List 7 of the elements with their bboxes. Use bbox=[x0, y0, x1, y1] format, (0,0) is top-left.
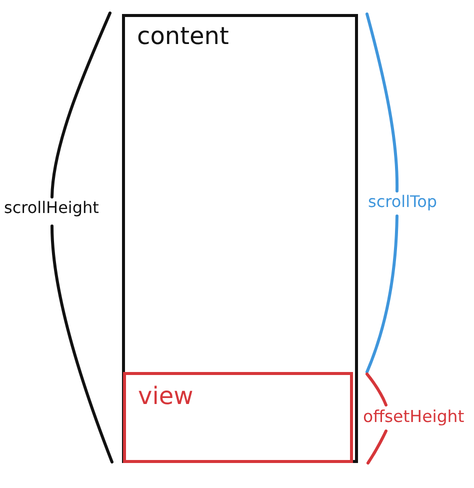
inner-frame bbox=[123, 372, 353, 463]
dimension-label: scrollHeight bbox=[4, 199, 99, 218]
dimension-label: offsetHeight bbox=[363, 408, 464, 427]
dimension-label: scrollTop bbox=[368, 193, 438, 212]
outer-frame bbox=[122, 14, 358, 463]
frame-label: view bbox=[138, 383, 194, 411]
frame-label: content bbox=[137, 23, 229, 51]
